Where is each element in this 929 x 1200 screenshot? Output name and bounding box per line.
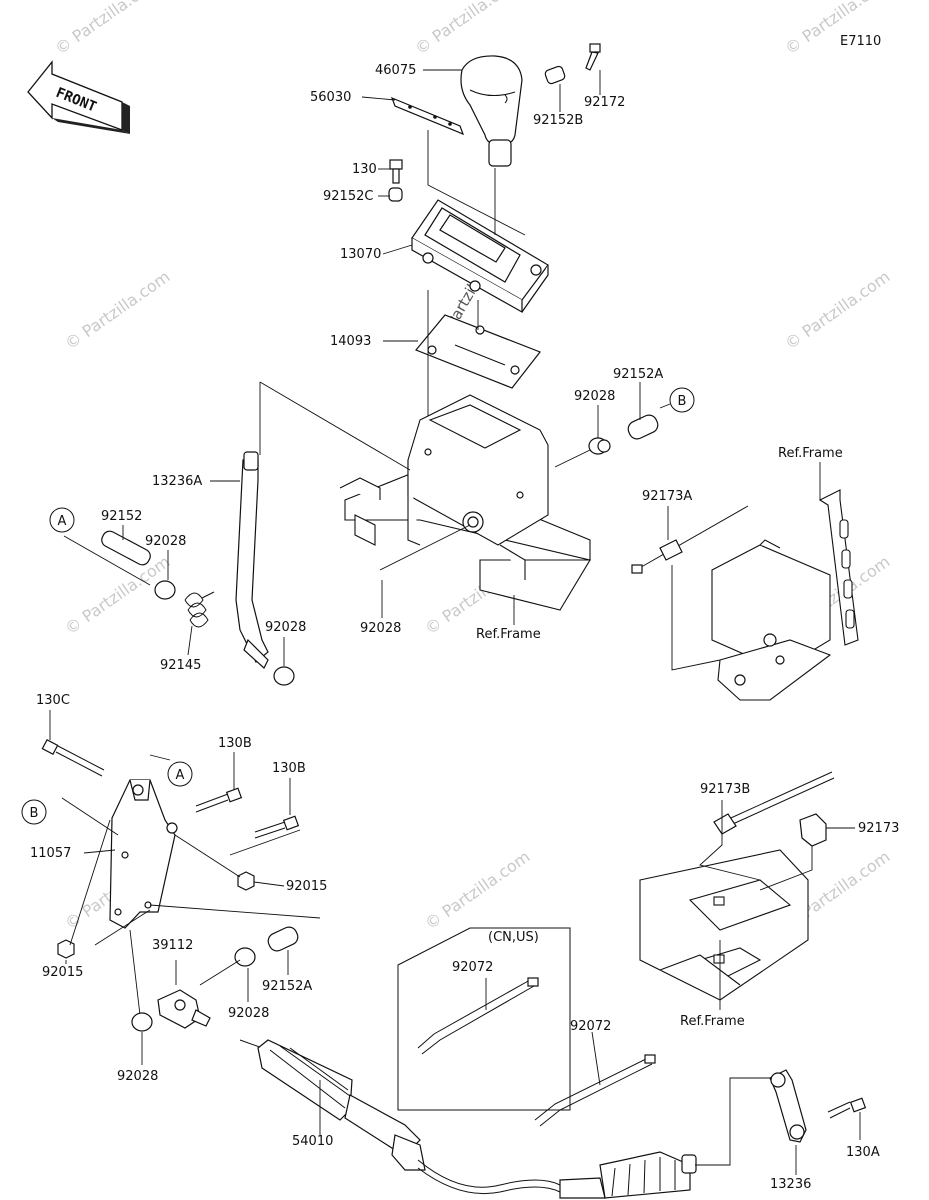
bolt-130 [389, 159, 403, 184]
part-label: 92015 [286, 879, 327, 894]
frame-right-lower [639, 849, 809, 1001]
front-arrow-icon: FRONT [27, 60, 130, 134]
collar-92152c [388, 187, 403, 202]
part-label: 130B [272, 761, 306, 776]
cable-tie-92072-loose [534, 1054, 656, 1127]
shift-bracket [339, 394, 591, 611]
part-label: 92028 [265, 620, 306, 635]
pin-92152 [101, 530, 151, 566]
bolt-92172 [585, 43, 601, 71]
cable-tie-92173a [631, 505, 749, 574]
part-label: 92152B [533, 113, 583, 128]
part-label: 130A [846, 1145, 880, 1160]
part-label: 92028 [360, 621, 401, 636]
frame-right-upper [711, 489, 859, 701]
part-label: 130 [352, 162, 377, 177]
part-label: 92028 [117, 1069, 158, 1084]
part-label: 13236 [770, 1177, 811, 1192]
part-label: 92028 [145, 534, 186, 549]
part-label: 92152A [613, 367, 663, 382]
lever-13236 [769, 1069, 807, 1143]
bolt-130b-upper [195, 787, 243, 813]
part-label: 92015 [42, 965, 83, 980]
part-label: 92172 [584, 95, 625, 110]
nut-92015-left [57, 939, 75, 959]
part-label: Ref.Frame [476, 627, 541, 642]
part-label: 92173A [642, 489, 692, 504]
part-label: 130C [36, 693, 70, 708]
knob-plate [390, 96, 465, 136]
callout-a-lower: A [167, 761, 193, 787]
bushing-92028-joint-left [131, 1012, 153, 1032]
bolt-130c [41, 738, 105, 777]
bushing-92028-left-b [273, 666, 295, 686]
bolt-130a [827, 1097, 867, 1119]
part-label: 56030 [310, 90, 351, 105]
callout-letter: B [30, 806, 39, 821]
callout-letter: B [678, 394, 687, 409]
watermark: © Partzilla.com [421, 847, 533, 933]
part-label: 130B [218, 736, 252, 751]
collar-92152a-upper [627, 414, 659, 440]
bracket-11057 [109, 779, 178, 929]
shift-cover-13070 [411, 199, 549, 314]
diagram-code: E7110 [840, 34, 881, 49]
part-label: 92152C [323, 189, 373, 204]
part-label: 13070 [340, 247, 381, 262]
callout-a-upper: A [49, 507, 75, 533]
part-label: 39112 [152, 938, 193, 953]
callout-b-lower: B [21, 799, 47, 825]
plate-14093 [415, 314, 541, 389]
part-label: 92173 [858, 821, 899, 836]
callout-b-upper: B [659, 387, 695, 413]
part-labels: 46075 56030 92172 92152B 130 92152C 1307… [30, 63, 899, 1192]
part-label: 92028 [228, 1006, 269, 1021]
part-label: 14093 [330, 334, 371, 349]
collar-92152b [544, 65, 566, 85]
shift-rod-13236a [235, 451, 269, 669]
bushing-92028-joint-right [234, 947, 256, 967]
shift-knob [460, 55, 523, 167]
part-label: Ref.Frame [680, 1014, 745, 1029]
nut-92015-right [237, 871, 255, 891]
part-label: 13236A [152, 474, 202, 489]
collar-92152a-lower [267, 926, 299, 952]
watermark: © Partzilla.com [781, 267, 893, 353]
variant-box: (CN,US) [397, 927, 571, 1111]
part-label: 92072 [570, 1019, 611, 1034]
part-label: 92173B [700, 782, 750, 797]
shift-cable-54010 [239, 1039, 697, 1199]
spring-92145 [184, 591, 215, 628]
watermark: © Partzilla.com [51, 0, 163, 58]
part-label: 92152 [101, 509, 142, 524]
clip-92173 [799, 813, 827, 847]
part-label: 92152A [262, 979, 312, 994]
part-label: 92028 [574, 389, 615, 404]
part-label: 54010 [292, 1134, 333, 1149]
part-label: 92072 [452, 960, 493, 975]
bushing-92028-left-a [154, 580, 176, 600]
part-label: 46075 [375, 63, 416, 78]
callout-letter: A [58, 514, 67, 529]
bushing-92028-right [588, 437, 611, 455]
cable-joint-39112 [157, 989, 211, 1029]
cable-tie-92173b [713, 771, 835, 835]
part-label: Ref.Frame [778, 446, 843, 461]
watermark: © Partzilla.com [61, 267, 173, 353]
cable-tie-92072-boxed [417, 977, 539, 1055]
callout-letter: A [176, 768, 185, 783]
variant-note: (CN,US) [488, 930, 539, 945]
part-label: 92145 [160, 658, 201, 673]
part-label: 11057 [30, 846, 71, 861]
watermark: © Partzilla.com [411, 0, 523, 58]
bolt-130b-lower [254, 815, 300, 839]
watermark: © Partzilla.com [781, 0, 893, 58]
